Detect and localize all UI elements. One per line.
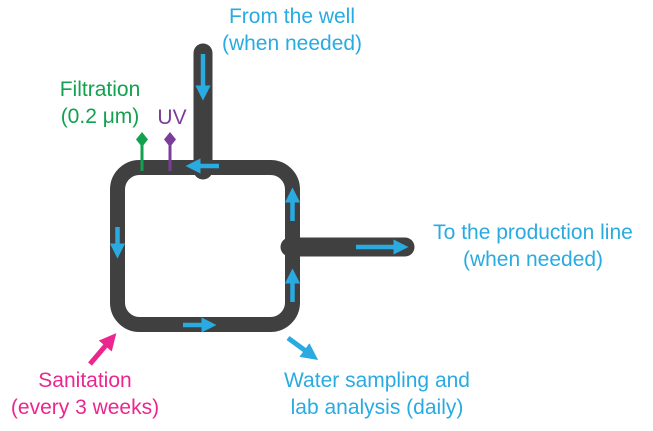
to-production-label: To the production line (when needed) bbox=[433, 219, 633, 273]
uv-label-text: UV bbox=[157, 106, 187, 129]
water-sampling-arrow bbox=[286, 335, 319, 361]
filtration-label-line2: (0.2 μm) bbox=[60, 105, 140, 128]
to-production-label-line2: (when needed) bbox=[462, 248, 604, 271]
sanitation-label: Sanitation (every 3 weeks) bbox=[11, 367, 159, 421]
sanitation-label-line2: (every 3 weeks) bbox=[10, 396, 160, 419]
filtration-label-line1: Filtration bbox=[59, 78, 141, 101]
water-sampling-label-line2: lab analysis (daily) bbox=[290, 396, 464, 419]
sanitation-label-line1: Sanitation bbox=[38, 369, 132, 392]
from-well-label-line1: From the well bbox=[228, 5, 356, 28]
filtration-marker-icon bbox=[136, 132, 148, 147]
water-sampling-label: Water sampling and lab analysis (daily) bbox=[284, 367, 470, 421]
uv-label: UV bbox=[157, 104, 186, 131]
from-well-label: From the well (when needed) bbox=[222, 3, 362, 57]
uv-marker-icon bbox=[164, 132, 176, 147]
sanitation-arrow bbox=[88, 333, 117, 366]
from-well-label-line2: (when needed) bbox=[221, 32, 363, 55]
to-production-label-line1: To the production line bbox=[433, 221, 633, 244]
filtration-label: Filtration (0.2 μm) bbox=[60, 76, 141, 130]
circulation-loop-pipe bbox=[110, 160, 300, 332]
water-sampling-label-line1: Water sampling and bbox=[284, 369, 470, 392]
